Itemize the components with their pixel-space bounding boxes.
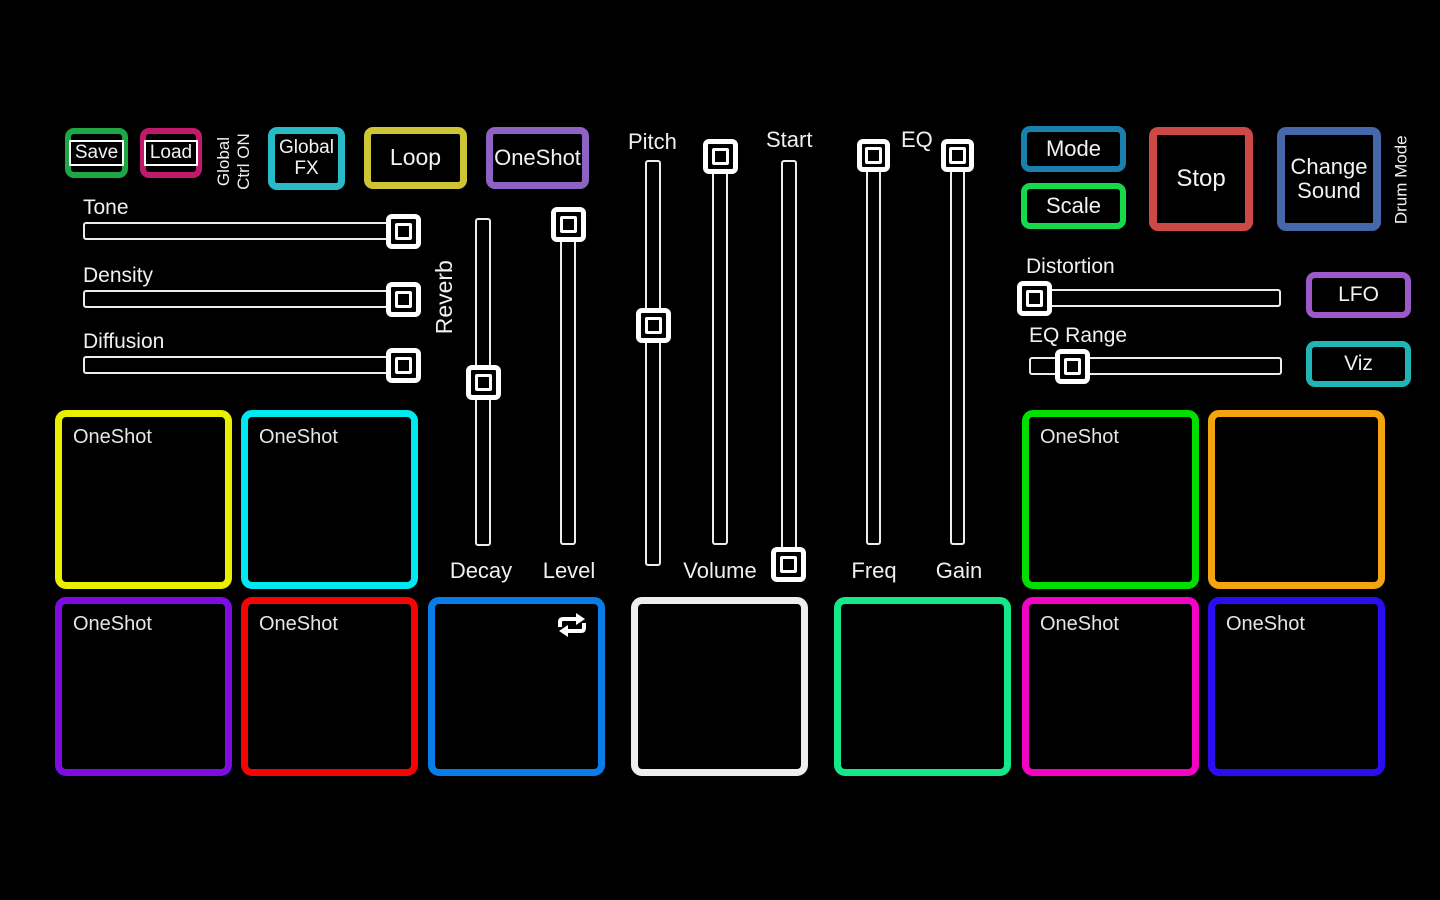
distortion-slider-thumb[interactable] xyxy=(1017,281,1052,316)
gain-slider-label: Gain xyxy=(935,558,983,583)
pad-5-purple[interactable]: OneShot xyxy=(55,597,232,776)
load-button-label: Load xyxy=(143,139,199,167)
pad-10-magenta[interactable]: OneShot xyxy=(1022,597,1199,776)
global-ctrl-line2: Ctrl ON xyxy=(232,133,252,191)
density-slider-thumb[interactable] xyxy=(386,282,421,317)
level-slider-thumb[interactable] xyxy=(551,207,586,242)
change-sound-label-line1: Change xyxy=(1290,153,1368,179)
pad-mode-label: OneShot xyxy=(259,426,338,448)
volume-slider-thumb[interactable] xyxy=(703,139,738,174)
pad-mode-label: OneShot xyxy=(259,613,338,635)
tone-slider-thumb[interactable] xyxy=(386,214,421,249)
gain-slider-track[interactable] xyxy=(950,145,965,545)
density-slider-track[interactable] xyxy=(83,290,421,308)
distortion-slider-track[interactable] xyxy=(1026,289,1281,307)
pad-mode-label: OneShot xyxy=(73,613,152,635)
level-slider-label: Level xyxy=(542,558,596,583)
pad-11-darkblue[interactable]: OneShot xyxy=(1208,597,1385,776)
mode-button[interactable]: Mode xyxy=(1021,126,1126,172)
tone-slider-track[interactable] xyxy=(83,222,421,240)
oneshot-mode-label: OneShot xyxy=(494,144,581,170)
gain-slider-thumb[interactable] xyxy=(941,139,974,172)
pad-6-red[interactable]: OneShot xyxy=(241,597,418,776)
pitch-slider-thumb[interactable] xyxy=(636,308,671,343)
global-fx-button[interactable]: Global FX xyxy=(268,127,345,190)
change-sound-label-line2: Sound xyxy=(1297,178,1361,203)
loop-mode-button[interactable]: Loop xyxy=(364,127,467,189)
scale-button[interactable]: Scale xyxy=(1021,183,1126,229)
pad-4-orange[interactable] xyxy=(1208,410,1385,589)
save-button-label: Save xyxy=(68,139,125,167)
loop-mode-label: Loop xyxy=(389,144,442,171)
start-slider-thumb[interactable] xyxy=(771,547,806,582)
global-ctrl-line1: Global xyxy=(213,137,233,187)
distortion-slider-label: Distortion xyxy=(1026,255,1115,278)
change-sound-button[interactable]: Change Sound xyxy=(1277,127,1381,231)
freq-slider-track[interactable] xyxy=(866,145,881,545)
pad-8-white[interactable] xyxy=(631,597,808,776)
lfo-button-label: LFO xyxy=(1338,283,1379,307)
tone-slider-label: Tone xyxy=(83,196,129,219)
level-slider-track[interactable] xyxy=(560,215,576,545)
pad-2-cyan[interactable]: OneShot xyxy=(241,410,418,589)
viz-button-label: Viz xyxy=(1344,352,1373,376)
freq-slider-thumb[interactable] xyxy=(857,139,890,172)
loop-icon xyxy=(558,613,586,637)
diffusion-slider-label: Diffusion xyxy=(83,330,165,353)
diffusion-slider-track[interactable] xyxy=(83,356,421,374)
load-button[interactable]: Load xyxy=(140,128,202,178)
global-ctrl-status: Global Ctrl ON xyxy=(198,124,268,200)
volume-slider-track[interactable] xyxy=(712,142,728,545)
scale-button-label: Scale xyxy=(1045,192,1102,218)
lfo-button[interactable]: LFO xyxy=(1306,272,1411,318)
oneshot-mode-button[interactable]: OneShot xyxy=(486,127,589,189)
pad-9-springgreen[interactable] xyxy=(834,597,1011,776)
decay-slider-label: Decay xyxy=(449,558,513,583)
pitch-slider-label: Pitch xyxy=(628,129,677,154)
viz-button[interactable]: Viz xyxy=(1306,341,1411,387)
mode-button-label: Mode xyxy=(1045,135,1102,161)
eq-section-label: EQ xyxy=(901,127,933,152)
pad-1-yellow[interactable]: OneShot xyxy=(55,410,232,589)
pad-3-green[interactable]: OneShot xyxy=(1022,410,1199,589)
density-slider-label: Density xyxy=(83,264,154,287)
freq-slider-label: Freq xyxy=(851,558,897,583)
eq-range-slider-track[interactable] xyxy=(1029,357,1282,375)
pad-mode-label: OneShot xyxy=(1040,426,1119,448)
save-button[interactable]: Save xyxy=(65,128,128,178)
pad-mode-label: OneShot xyxy=(73,426,152,448)
volume-slider-label: Volume xyxy=(683,558,757,583)
start-slider-track[interactable] xyxy=(781,160,797,580)
start-slider-label: Start xyxy=(766,127,813,152)
global-fx-label-line1: Global xyxy=(279,136,334,158)
global-fx-label-line2: FX xyxy=(294,157,319,179)
eq-range-slider-label: EQ Range xyxy=(1029,324,1128,347)
pad-mode-label: OneShot xyxy=(1226,613,1305,635)
pitch-slider-track[interactable] xyxy=(645,160,661,566)
eq-range-slider-thumb[interactable] xyxy=(1055,349,1090,384)
pad-mode-label: OneShot xyxy=(1040,613,1119,635)
stop-button-label: Stop xyxy=(1176,164,1226,192)
diffusion-slider-thumb[interactable] xyxy=(386,348,421,383)
decay-slider-thumb[interactable] xyxy=(466,365,501,400)
stop-button[interactable]: Stop xyxy=(1149,127,1253,231)
drum-mode-status: Drum Mode xyxy=(1391,135,1411,225)
pad-7-blue[interactable] xyxy=(428,597,605,776)
